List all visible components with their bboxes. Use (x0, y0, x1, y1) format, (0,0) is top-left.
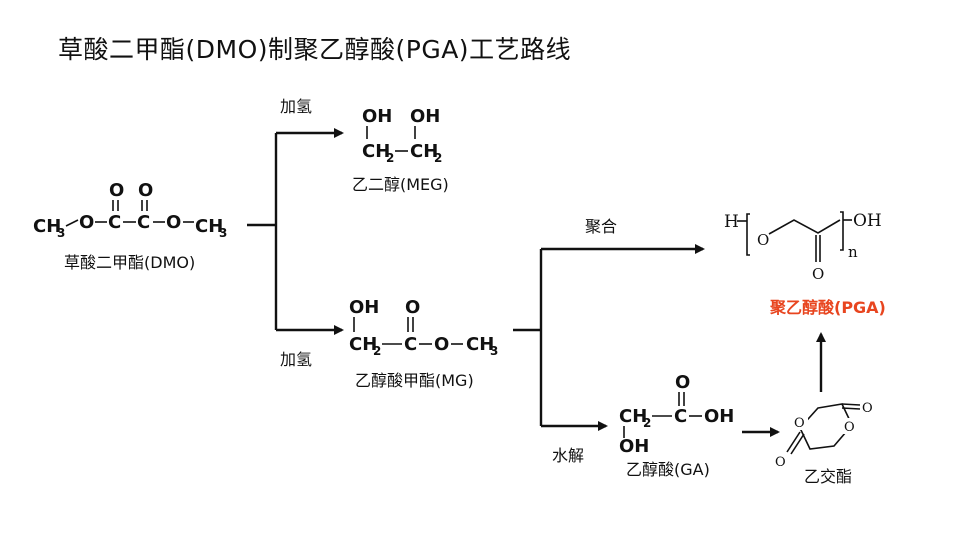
page-title: 草酸二甲酯(DMO)制聚乙醇酸(PGA)工艺路线 (58, 35, 572, 64)
pga-o-bottom: O (812, 265, 824, 283)
lactide-o-ring-1: O (794, 416, 805, 431)
pga-label: 聚乙醇酸(PGA) (769, 298, 886, 317)
dmo-top-o2: O (138, 180, 153, 201)
ga-ch: CH (619, 406, 647, 427)
pga-structure: H O O OH n 聚乙醇酸(PGA) (724, 211, 886, 317)
meg-ch-left: CH (362, 141, 390, 162)
pga-o: O (757, 231, 769, 249)
dmo-c2: C (137, 212, 150, 233)
mg-ch: CH (349, 334, 377, 355)
lactide-label: 乙交酯 (804, 467, 852, 486)
ga-o-top: O (675, 372, 690, 393)
lactide-o-ring-2: O (844, 420, 855, 435)
dmo-left-sub: 3 (57, 226, 65, 240)
ga-structure: O CH 2 C OH OH 乙醇酸(GA) (619, 372, 734, 479)
ga-sub: 2 (643, 416, 651, 430)
mg-sub3: 3 (490, 344, 498, 358)
ga-oh-right: OH (704, 406, 734, 427)
dmo-left-ch: CH (33, 216, 61, 237)
dmo-label: 草酸二甲酯(DMO) (64, 253, 195, 272)
mg-sub: 2 (373, 344, 381, 358)
reaction-hydrogenation-top: 加氢 (280, 97, 312, 116)
mg-oh: OH (349, 297, 379, 318)
pga-h: H (724, 212, 739, 232)
meg-oh2: OH (410, 106, 440, 127)
ga-label: 乙醇酸(GA) (626, 460, 710, 479)
mg-structure: OH O CH 2 C O CH 3 乙醇酸甲酯(MG) (349, 297, 498, 390)
reaction-polymerization: 聚合 (585, 217, 617, 236)
dmo-o2: O (166, 212, 181, 233)
dmo-right-ch: CH (195, 216, 223, 237)
lactide-o-carbonyl-2: O (775, 455, 786, 470)
ga-oh-bottom: OH (619, 436, 649, 457)
dmo-structure: CH 3 O C C O CH 3 O O 草酸二甲酯(DMO) (33, 180, 227, 272)
lactide-o-carbonyl-1: O (862, 401, 873, 416)
reaction-hydrogenation-bottom: 加氢 (280, 350, 312, 369)
mg-o-top: O (405, 297, 420, 318)
ga-c: C (674, 406, 687, 427)
mg-o: O (434, 334, 449, 355)
mg-label: 乙醇酸甲酯(MG) (355, 371, 474, 390)
mg-c: C (404, 334, 417, 355)
meg-oh1: OH (362, 106, 392, 127)
dmo-top-o1: O (109, 180, 124, 201)
meg-sub-left: 2 (386, 151, 394, 165)
meg-structure: OH OH CH 2 CH 2 乙二醇(MEG) (352, 106, 449, 194)
dmo-c1: C (108, 212, 121, 233)
meg-label: 乙二醇(MEG) (352, 175, 449, 194)
lactide-structure: O O O O 乙交酯 (775, 401, 873, 486)
branch-dmo: 加氢 加氢 (247, 97, 344, 369)
meg-sub-right: 2 (434, 151, 442, 165)
branch-mg: 聚合 水解 (513, 217, 705, 465)
pga-n: n (848, 243, 858, 261)
dmo-o1: O (79, 212, 94, 233)
reaction-hydrolysis: 水解 (552, 446, 584, 465)
dmo-right-sub: 3 (219, 226, 227, 240)
pga-oh: OH (853, 211, 882, 231)
meg-ch-right: CH (410, 141, 438, 162)
mg-ch3: CH (466, 334, 494, 355)
